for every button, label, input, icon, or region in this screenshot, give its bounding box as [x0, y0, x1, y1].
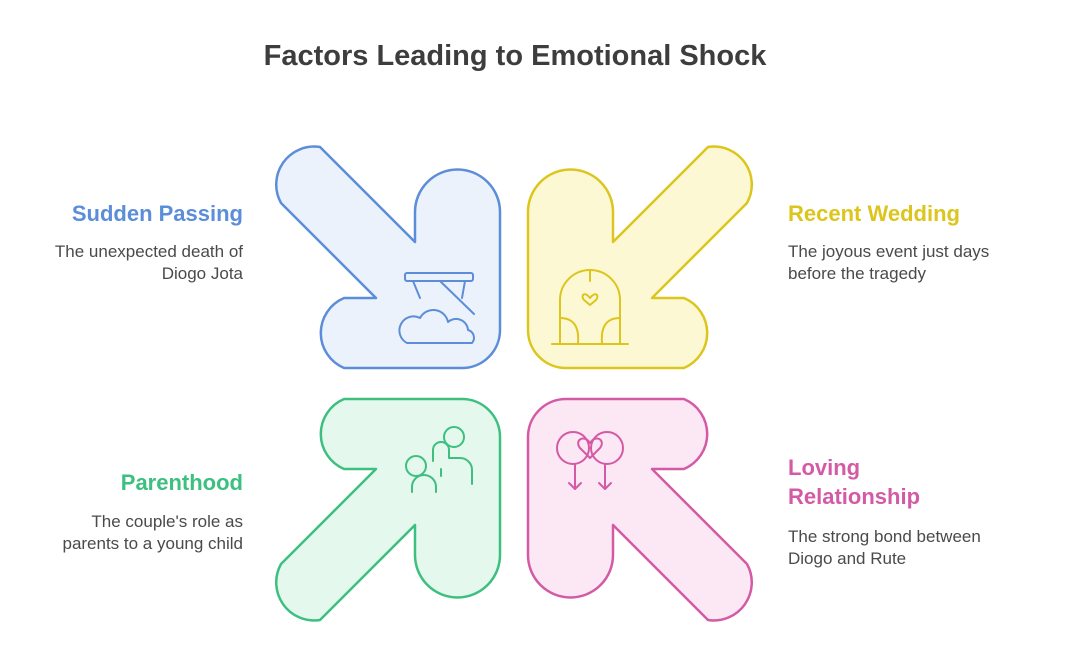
factor-desc-line: The strong bond between	[788, 527, 981, 546]
wedding-arch-icon	[551, 269, 629, 345]
factor-desc-sudden-passing: The unexpected death of Diogo Jota	[55, 241, 243, 285]
factor-label-line: Loving	[788, 455, 861, 480]
factor-label-recent-wedding: Recent Wedding	[788, 201, 960, 226]
factor-desc-parenthood: The couple's role as parents to a young …	[62, 511, 243, 555]
factor-desc-line: Diogo Jota	[161, 264, 243, 283]
hammock-cloud-icon	[398, 272, 475, 344]
heart-symbols-icon	[556, 431, 624, 490]
factor-label-loving-relationship: Loving Relationship	[788, 453, 920, 511]
factor-label-parenthood: Parenthood	[120, 470, 243, 495]
factor-desc-loving-relationship: The strong bond between Diogo and Rute	[788, 526, 981, 570]
arrow-sudden-passing	[274, 145, 502, 370]
arrow-recent-wedding	[526, 145, 754, 370]
arrow-parenthood	[274, 397, 502, 622]
arrow-loving-relationship	[526, 397, 754, 622]
page-title: Factors Leading to Emotional Shock	[263, 40, 767, 72]
factor-label-line: Relationship	[788, 484, 921, 509]
factor-desc-line: The unexpected death of	[54, 242, 243, 261]
factor-desc-line: parents to a young child	[62, 534, 243, 553]
factor-desc-line: The couple's role as	[91, 512, 243, 531]
factor-desc-recent-wedding: The joyous event just days before the tr…	[788, 241, 989, 285]
factor-desc-line: Diogo and Rute	[788, 549, 907, 568]
parent-child-icon	[405, 426, 473, 493]
factor-desc-line: The joyous event just days	[788, 242, 990, 261]
factor-label-sudden-passing: Sudden Passing	[71, 201, 243, 226]
factor-desc-line: before the tragedy	[788, 264, 926, 283]
